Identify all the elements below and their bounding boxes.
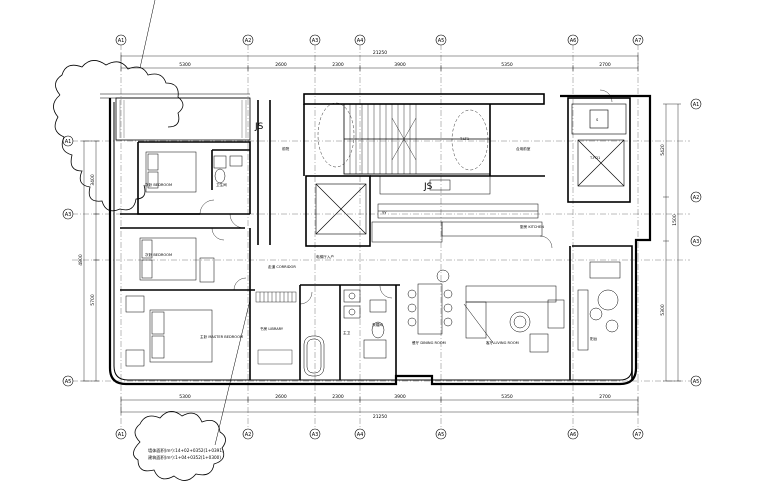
grid-row-label: A1 (693, 102, 700, 108)
leader-line-bottom (214, 299, 251, 446)
shaft-label: JS (423, 182, 433, 192)
grid-col-label: A5 (438, 432, 445, 438)
top-dimension: 2600 (275, 62, 287, 68)
bathtub (303, 335, 325, 377)
grid-col-label: A7 (635, 38, 642, 44)
door-swings (199, 89, 613, 305)
room-label-library: 书房 LIBRARY (260, 326, 284, 331)
bottom-dimension: 2700 (599, 394, 611, 400)
room-label-balcony: 阳台 (590, 336, 598, 341)
grid-col-label: A4 (357, 38, 364, 44)
bottom-dimension: 5300 (179, 394, 191, 400)
room-label-entry: 电梯厅入户 (316, 254, 334, 259)
grid-row-label: A5 (693, 379, 700, 385)
grid-col-label: A4 (357, 432, 364, 438)
bookshelf (255, 291, 297, 365)
bottom-column-bubbles (115, 428, 644, 440)
top-column-bubbles (115, 34, 644, 46)
grid-col-label: A6 (570, 432, 577, 438)
elevator-shaft (315, 103, 627, 235)
top-dimension: 5300 (179, 62, 191, 68)
grid-col-label: A1 (118, 38, 125, 44)
right-dimension: 1500 (672, 214, 678, 226)
shaft-label: JS (254, 122, 264, 132)
grid-row-label: A1 (65, 139, 72, 145)
right-dimension: 5420 (660, 144, 666, 156)
grid-col-label: A1 (118, 432, 125, 438)
shaft-s-label: S (596, 118, 599, 122)
grid-row-label: A3 (65, 212, 72, 218)
revision-cloud-left (53, 60, 184, 212)
vertical-grid-lines (120, 44, 639, 428)
bottom-dimension: 2300 (332, 394, 344, 400)
grid-col-label: A5 (438, 38, 445, 44)
top-total-dimension: 21250 (373, 50, 387, 56)
grid-row-label: A5 (65, 379, 72, 385)
grid-col-label: A3 (312, 38, 319, 44)
top-dimension: 2300 (332, 62, 344, 68)
bottom-dimension: 5350 (501, 394, 513, 400)
room-label-kitchen: 厨房 KITCHEN (520, 224, 544, 229)
revision-cloud-bottom (133, 411, 226, 481)
leader-line-top (139, 0, 156, 69)
room-label-corridor: 走道 CORRIDOR (268, 264, 296, 269)
dining-table (407, 283, 453, 335)
top-dimension: 2700 (599, 62, 611, 68)
grid-row-label: A2 (693, 195, 700, 201)
room-label-bedroom-3: 次卧 BEDROOM (145, 252, 172, 257)
room-label-bedroom-2: 次卧 BEDROOM (145, 182, 172, 187)
grid-col-label: A7 (635, 432, 642, 438)
room-label-living: 客厅 LIVING ROOM (486, 340, 519, 345)
top-dimension: 5350 (501, 62, 513, 68)
left-dimension: 5700 (90, 294, 96, 306)
grid-row-label: A3 (693, 239, 700, 245)
left-dimension: 3400 (90, 174, 96, 186)
bottom-dimension: 3900 (394, 394, 406, 400)
stair-treads (343, 103, 491, 175)
room-label-front-room: 合用前室 (516, 146, 531, 151)
bed (139, 151, 213, 363)
interior-walls (120, 93, 633, 380)
stair-label: T-LT1 (459, 137, 469, 141)
bottom-total-dimension: 21250 (373, 414, 387, 420)
room-label-dining: 餐厅 DINING ROOM (412, 340, 446, 345)
armchair (125, 257, 215, 367)
top-dimension: 3900 (394, 62, 406, 68)
round-table (436, 269, 450, 283)
sanitary-fixtures (213, 155, 387, 359)
balcony-furniture (577, 261, 621, 351)
room-label-garden: 前院 (282, 146, 290, 151)
kitchen-counter (371, 175, 543, 243)
horizontal-grid-lines (72, 140, 690, 382)
grid-col-label: A2 (245, 432, 252, 438)
elevator-label: T-FD1 (589, 156, 600, 160)
right-row-bubbles (690, 98, 702, 387)
left-row-bubbles (62, 135, 74, 387)
left-dimension-lines (81, 140, 99, 382)
room-label-bath-2: 主卫 (343, 330, 351, 335)
bottom-dimension: 2600 (275, 394, 287, 400)
room-label-master-bedroom: 主卧 MASTER BEDROOM (200, 334, 243, 339)
grid-col-label: A3 (312, 432, 319, 438)
left-dimension: 4800 (78, 254, 84, 266)
grid-col-label: A2 (245, 38, 252, 44)
note-line-2: 建筑面积(m²):1+04+0352(1+0300) (148, 454, 221, 461)
note-line-1: 墙体面积(m²):14+02+0352(1+0391) (148, 447, 224, 454)
sofa-set (463, 285, 565, 353)
grid-col-label: A6 (570, 38, 577, 44)
top-dimension-lines (120, 53, 639, 71)
yy-label: YY (382, 211, 387, 215)
structural-column (115, 97, 251, 141)
door-swing (451, 109, 489, 171)
bottom-dimension-lines (120, 397, 639, 415)
right-dimension-lines (663, 103, 681, 382)
column-hatching (119, 100, 247, 138)
room-label-bath-1: 卫生间 (216, 182, 227, 187)
door-swing (317, 102, 355, 168)
right-dimension: 5300 (660, 304, 666, 316)
room-label-cloakroom: 衣帽间 (372, 322, 383, 327)
